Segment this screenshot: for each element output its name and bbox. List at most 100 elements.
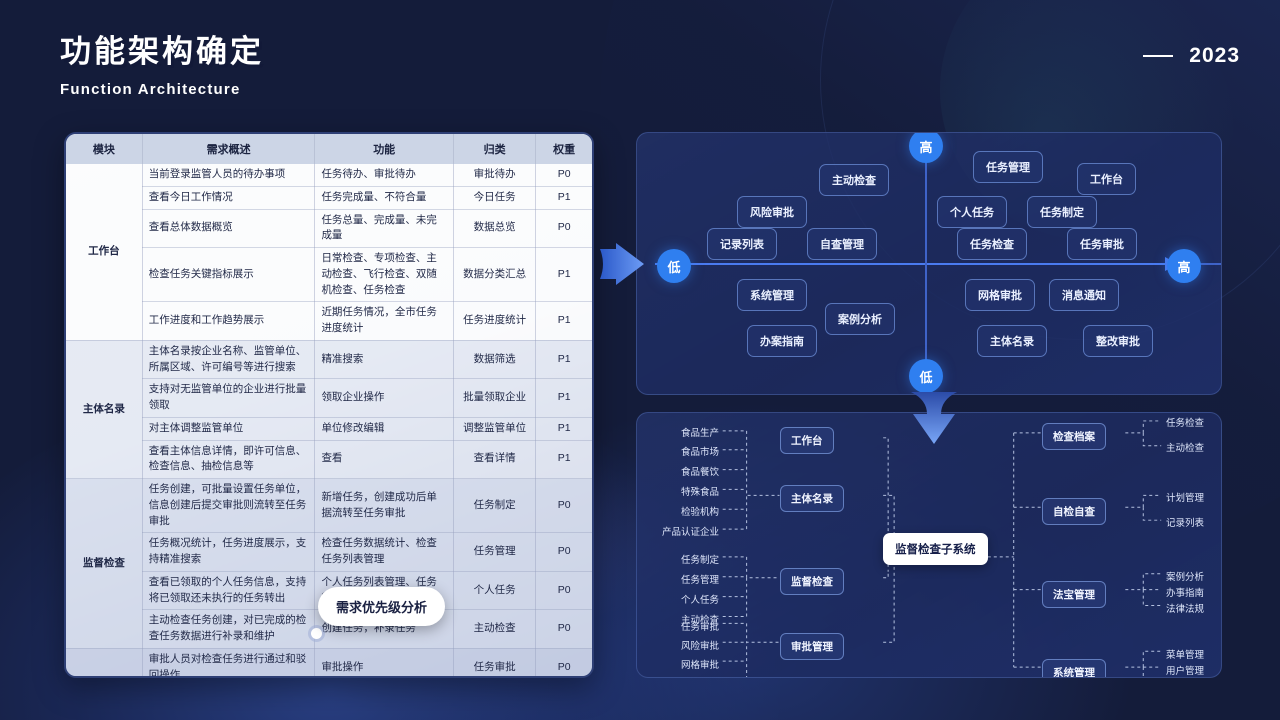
tree-leaf[interactable]: 任务管理 — [680, 575, 719, 586]
quadrant-box[interactable]: 消息通知 — [1049, 279, 1119, 311]
tree-leaf[interactable]: 食品市场 — [680, 447, 719, 458]
tree-node-inspection-archive[interactable]: 检查档案 — [1042, 423, 1106, 450]
page-title: 功能架构确定 — [60, 34, 264, 69]
quadrant-box[interactable]: 案例分析 — [825, 303, 895, 335]
tree-leaf[interactable]: 菜单管理 — [1166, 650, 1205, 661]
table-cell-desc: 查看已领取的个人任务信息，支持将已领取还未执行的任务转出 — [142, 571, 316, 611]
quadrant-box[interactable]: 记录列表 — [707, 228, 777, 260]
col-header-cat: 归类 — [453, 134, 537, 164]
quadrant-box[interactable]: 网格审批 — [965, 279, 1035, 311]
table-cell-category: 数据筛选 — [453, 340, 537, 380]
table-cell-weight: P1 — [535, 340, 592, 380]
table-cell-category: 审批待办 — [453, 164, 537, 187]
col-header-func: 功能 — [314, 134, 454, 164]
tree-leaf[interactable]: 任务制定 — [680, 555, 719, 566]
tree-leaf[interactable]: 特殊食品 — [680, 487, 719, 498]
tree-leaf[interactable]: 食品生产 — [680, 428, 719, 439]
table-cell-weight: P1 — [535, 378, 592, 418]
requirements-table: 模块 需求概述 功能 归类 权重 工作台当前登录监管人员的待办事项任务待办、审批… — [66, 134, 592, 676]
axis-label-bottom: 低 — [909, 359, 943, 393]
page-header: 功能架构确定 Function Architecture — [60, 26, 264, 98]
tree-leaf[interactable]: 检验机构 — [680, 507, 719, 518]
quadrant-box[interactable]: 自查管理 — [807, 228, 877, 260]
tree-leaf[interactable]: 主动检查 — [680, 615, 719, 626]
table-cell-func: 精准搜索 — [314, 340, 454, 380]
quadrant-box[interactable]: 任务管理 — [973, 151, 1043, 183]
tree-leaf[interactable]: 办事指南 — [1166, 588, 1205, 599]
tree-connector-lines — [722, 420, 1162, 677]
callout-anchor-dot — [311, 628, 322, 639]
tree-leaf[interactable]: 整改审批 — [681, 675, 719, 677]
quadrant-box[interactable]: 风险审批 — [737, 196, 807, 228]
tree-leaf[interactable]: 法律法规 — [1166, 604, 1205, 615]
table-cell-category: 查看详情 — [453, 440, 537, 479]
table-row: 任务概况统计，任务进度展示，支持精准搜索检查任务数据统计、检查任务列表管理任务管… — [66, 532, 592, 572]
col-header-desc: 需求概述 — [142, 134, 316, 164]
tree-leaf[interactable]: 主动检查 — [1166, 443, 1205, 454]
tree-leaf[interactable]: 产品认证企业 — [661, 527, 719, 538]
tree-center-node[interactable]: 监督检查子系统 — [883, 533, 988, 565]
tree-leaf[interactable]: 风险审批 — [680, 641, 719, 652]
col-header-weight: 权重 — [535, 134, 592, 164]
tree-leaf[interactable]: 个人任务 — [680, 595, 719, 606]
table-cell-module: 主体名录 — [66, 340, 143, 480]
tree-node-legal-management[interactable]: 法宝管理 — [1042, 581, 1106, 608]
quadrant-box[interactable]: 整改审批 — [1083, 325, 1153, 357]
tree-leaf[interactable]: 计划管理 — [1166, 493, 1205, 504]
quadrant-box[interactable]: 任务检查 — [957, 228, 1027, 260]
table-cell-desc: 任务创建，可批量设置任务单位，信息创建后提交审批则流转至任务审批 — [142, 478, 316, 534]
table-row: 审批管理审批人员对检查任务进行通过和驳回操作审批操作任务审批P0 — [66, 648, 592, 676]
quadrant-box[interactable]: 任务制定 — [1027, 196, 1097, 228]
axis-label-left: 低 — [657, 249, 691, 283]
table-row: 主体名录主体名录按企业名称、监管单位、所属区域、许可编号等进行搜索精准搜索数据筛… — [66, 340, 592, 480]
tree-node-subject-list[interactable]: 主体名录 — [780, 485, 844, 512]
col-header-module: 模块 — [66, 134, 143, 164]
table-cell-category: 任务进度统计 — [453, 301, 537, 341]
table-cell-func: 任务总量、完成量、未完成量 — [314, 209, 454, 248]
table-cell-func: 审批操作 — [314, 648, 454, 676]
quadrant-axis-vertical — [925, 155, 927, 377]
tree-leaf[interactable]: 网格审批 — [680, 660, 719, 671]
tree-leaf[interactable]: 食品餐饮 — [680, 467, 719, 478]
year-label: 2023 — [1189, 44, 1240, 67]
tree-leaf[interactable]: 用户管理 — [1166, 666, 1205, 677]
quadrant-box[interactable]: 主动检查 — [819, 164, 889, 196]
tree-node-approval[interactable]: 审批管理 — [780, 633, 844, 660]
table-row: 监督检查任务创建，可批量设置任务单位，信息创建后提交审批则流转至任务审批新增任务… — [66, 478, 592, 649]
priority-callout: 需求优先级分析 — [318, 587, 446, 626]
tree-node-supervision[interactable]: 监督检查 — [780, 568, 844, 595]
quadrant-box[interactable]: 主体名录 — [977, 325, 1047, 357]
quadrant-axis-horizontal-main — [655, 263, 1180, 265]
page-subtitle: Function Architecture — [60, 81, 241, 98]
table-cell-func: 单位修改编辑 — [314, 417, 454, 441]
quadrant-box[interactable]: 工作台 — [1077, 163, 1136, 195]
table-cell-func: 检查任务数据统计、检查任务列表管理 — [314, 532, 454, 572]
table-cell-category: 任务制定 — [453, 478, 537, 534]
table-cell-func: 日常检查、专项检查、主动检查、飞行检查、双随机检查、任务检查 — [314, 247, 454, 303]
table-cell-desc: 支持对无监管单位的企业进行批量领取 — [142, 378, 316, 418]
table-cell-desc: 对主体调整监管单位 — [142, 417, 316, 441]
table-cell-desc: 查看今日工作情况 — [142, 186, 316, 210]
quadrant-box[interactable]: 任务审批 — [1067, 228, 1137, 260]
quadrant-box[interactable]: 系统管理 — [737, 279, 807, 311]
requirements-table-card: 模块 需求概述 功能 归类 权重 工作台当前登录监管人员的待办事项任务待办、审批… — [64, 132, 594, 678]
table-cell-weight: P1 — [535, 440, 592, 479]
table-cell-module: 工作台 — [66, 164, 143, 341]
table-cell-desc: 工作进度和工作趋势展示 — [142, 301, 316, 341]
quadrant-box[interactable]: 个人任务 — [937, 196, 1007, 228]
table-cell-weight: P0 — [535, 648, 592, 676]
tree-node-workbench[interactable]: 工作台 — [780, 427, 834, 454]
tree-node-system-management[interactable]: 系统管理 — [1042, 659, 1106, 677]
quadrant-box[interactable]: 办案指南 — [747, 325, 817, 357]
tree-leaf[interactable]: 记录列表 — [1166, 518, 1205, 529]
tree-leaf[interactable]: 任务检查 — [1166, 418, 1205, 429]
tree-leaf[interactable]: 任务审批 — [680, 622, 719, 633]
table-cell-func: 任务完成量、不符合量 — [314, 186, 454, 210]
tree-leaf[interactable]: 案例分析 — [1166, 572, 1205, 583]
tree-node-self-inspection[interactable]: 自检自查 — [1042, 498, 1106, 525]
